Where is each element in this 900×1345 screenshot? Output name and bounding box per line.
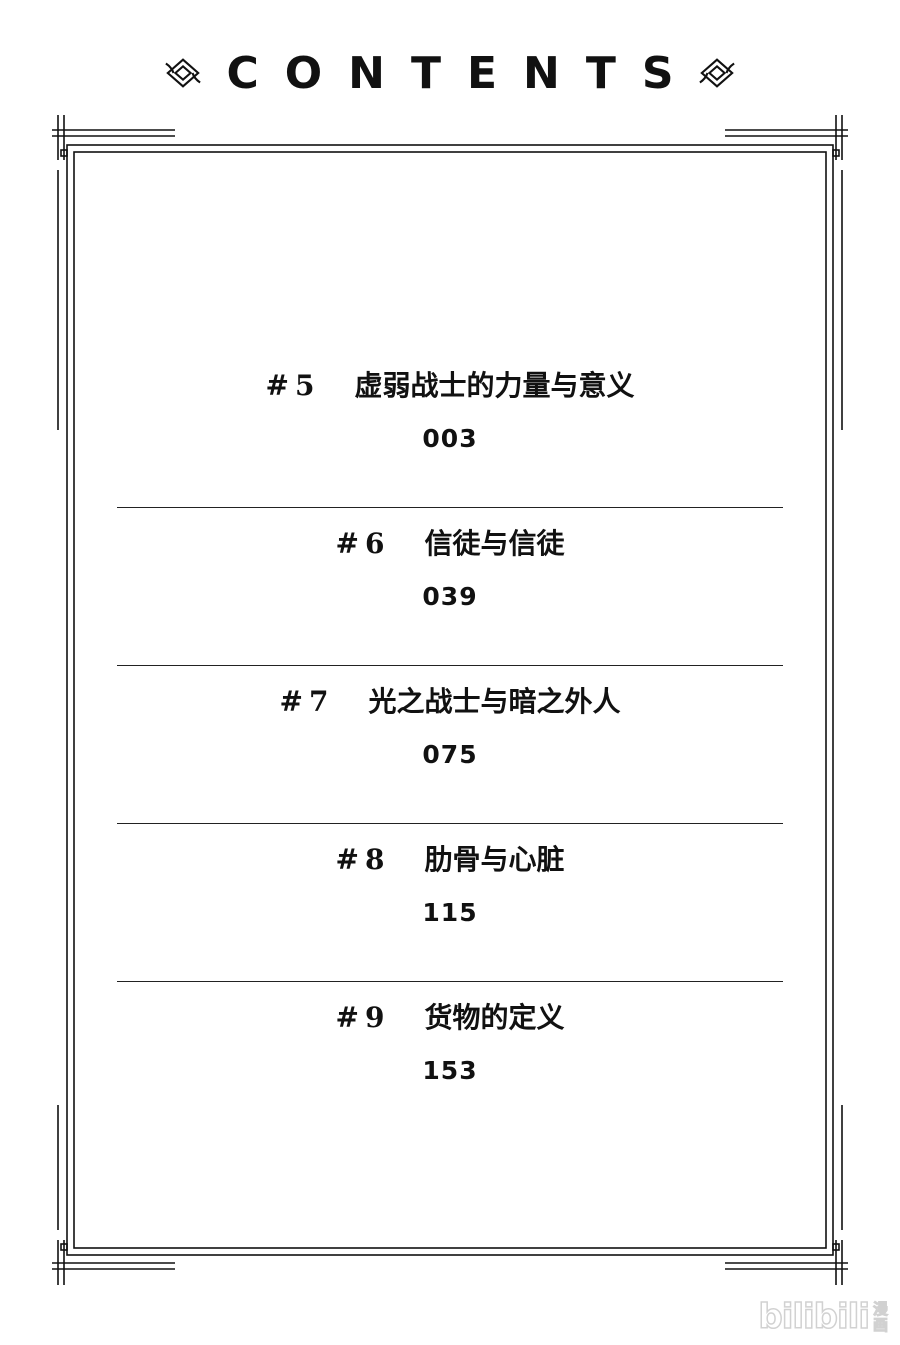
watermark-sub: 漫 画 (872, 1300, 888, 1334)
chapter-page: 039 (422, 582, 478, 611)
chapter-heading: #5 虚弱战士的力量与意义 (117, 364, 783, 404)
chapter-page: 153 (422, 1056, 478, 1085)
chapter-page: 003 (422, 424, 478, 453)
chapter-number: #5 (265, 369, 321, 402)
chapter-title: 肋骨与心脏 (424, 843, 565, 876)
contents-header: CONTENTS (0, 38, 900, 108)
chapter-page: 115 (422, 898, 478, 927)
chapter-page: 075 (422, 740, 478, 769)
bilibili-watermark: bilibili 漫 画 (758, 1296, 889, 1338)
page-title: CONTENTS (226, 47, 700, 99)
chapter-heading: #8 肋骨与心脏 (117, 838, 783, 878)
divider (117, 507, 783, 508)
ornament-right-icon (698, 58, 735, 88)
toc-entry[interactable]: #5 虚弱战士的力量与意义 003 (117, 350, 783, 508)
divider (117, 665, 783, 666)
watermark-sub-top: 漫 (872, 1300, 888, 1318)
chapter-number: #9 (335, 1001, 391, 1034)
chapter-title: 光之战士与暗之外人 (368, 685, 621, 718)
toc-entry[interactable]: #9 货物的定义 153 (117, 982, 783, 1140)
chapter-title: 虚弱战士的力量与意义 (354, 369, 635, 402)
chapter-title: 货物的定义 (424, 1001, 565, 1034)
chapter-heading: #7 光之战士与暗之外人 (117, 680, 783, 720)
toc-entry[interactable]: #8 肋骨与心脏 115 (117, 824, 783, 982)
chapter-number: #8 (335, 843, 391, 876)
watermark-brand: bilibili (758, 1296, 871, 1338)
toc-entry[interactable]: #7 光之战士与暗之外人 075 (117, 666, 783, 824)
chapter-number: #6 (335, 527, 391, 560)
table-of-contents: #5 虚弱战士的力量与意义 003 #6 信徒与信徒 039 #7 光之战士与暗之外人… (117, 350, 783, 1140)
ornament-left-icon (165, 58, 202, 88)
toc-entry[interactable]: #6 信徒与信徒 039 (117, 508, 783, 666)
chapter-title: 信徒与信徒 (424, 527, 565, 560)
chapter-heading: #9 货物的定义 (117, 996, 783, 1036)
divider (117, 981, 783, 982)
watermark-sub-bottom: 画 (872, 1316, 888, 1334)
chapter-number: #7 (279, 685, 335, 718)
chapter-heading: #6 信徒与信徒 (117, 522, 783, 562)
divider (117, 823, 783, 824)
